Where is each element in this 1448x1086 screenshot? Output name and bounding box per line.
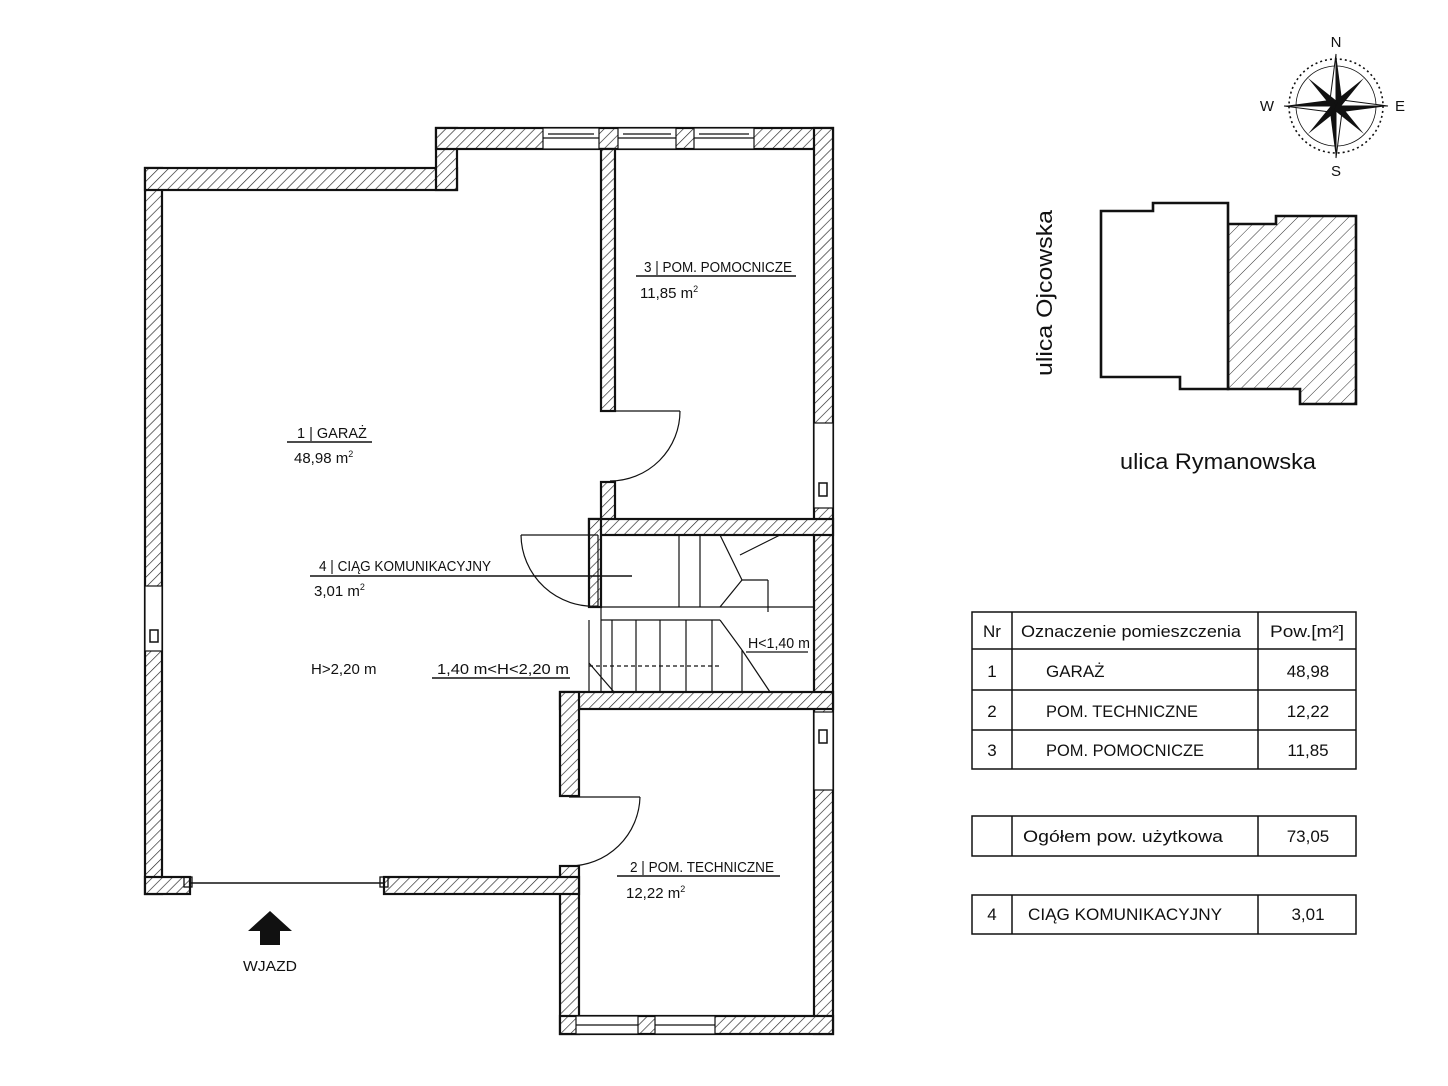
compass-e: E — [1395, 98, 1405, 115]
height-stairs-mid: 1,40 m<H<2,20 m — [437, 661, 569, 678]
row-2-area: 12,22 — [1287, 702, 1330, 721]
room-4-nr: 4 — [319, 559, 327, 575]
room-label-2: 2 | POM. TECHNICZNE 12,22 m2 — [626, 860, 774, 902]
extra-name: CIĄG KOMUNIKACYJNY — [1028, 905, 1222, 924]
entrance-arrow-icon — [248, 911, 292, 945]
entrance-label: WJAZD — [243, 958, 297, 975]
table-header-area: Pow.[m²] — [1270, 622, 1344, 641]
row-2-nr: 2 — [987, 702, 996, 721]
site-plan — [1099, 201, 1358, 406]
svg-text:48,98 m2: 48,98 m2 — [294, 449, 353, 467]
room-3-area: 11,85 — [640, 285, 676, 302]
compass-rose-icon — [1283, 53, 1389, 159]
row-3-nr: 3 — [987, 741, 996, 760]
table-header-nr: Nr — [983, 622, 1001, 641]
table-row: 3 POM. POMOCNICZE 11,85 — [987, 741, 1328, 760]
room-label-3: 3 | POM. POMOCNICZE 11,85 m2 — [640, 260, 792, 302]
extra-nr: 4 — [987, 905, 996, 924]
room-4-area: 3,01 — [314, 583, 343, 600]
label-leaders — [287, 275, 808, 877]
room-3-name: POM. POMOCNICZE — [662, 260, 792, 276]
room-label-1: 1 | GARAŻ 48,98 m2 — [294, 424, 367, 467]
height-main: H>2,20 m — [311, 661, 376, 678]
street-rymanowska: ulica Rymanowska — [1120, 449, 1317, 474]
table-header: Nr Oznaczenie pomieszczenia Pow.[m²] — [983, 622, 1344, 641]
walls — [143, 126, 835, 1036]
row-3-name: POM. POMOCNICZE — [1046, 741, 1204, 760]
height-stairs-low: H<1,40 m — [748, 635, 810, 652]
room-4-name: CIĄG KOMUNIKACYJNY — [338, 559, 492, 575]
room-2-name: POM. TECHNICZNE — [649, 860, 775, 876]
street-ojcowska: ulica Ojcowska — [1032, 209, 1057, 376]
svg-text:11,85 m2: 11,85 m2 — [640, 284, 698, 302]
room-1-nr: 1 — [297, 426, 305, 442]
table-row: 2 POM. TECHNICZNE 12,22 — [987, 702, 1329, 721]
doors — [183, 410, 681, 888]
svg-text:3 | POM. POMOCNICZE: 3 | POM. POMOCNICZE — [644, 260, 792, 276]
table-total-row: Ogółem pow. użytkowa 73,05 — [1023, 827, 1329, 846]
row-1-nr: 1 — [987, 662, 996, 681]
staircase — [588, 534, 814, 693]
compass-s: S — [1331, 163, 1341, 180]
windows — [144, 127, 834, 1035]
compass-n: N — [1331, 34, 1342, 51]
extra-value: 3,01 — [1291, 905, 1324, 924]
room-3-nr: 3 — [644, 260, 652, 276]
svg-text:12,22 m2: 12,22 m2 — [626, 884, 685, 902]
compass-w: W — [1260, 98, 1275, 115]
svg-text:1 | GARAŻ: 1 | GARAŻ — [297, 424, 367, 442]
row-3-area: 11,85 — [1287, 741, 1328, 760]
table-row: 1 GARAŻ 48,98 — [987, 662, 1329, 681]
area-table — [971, 611, 1357, 935]
svg-text:4 | CIĄG KOMUNIKACYJNY: 4 | CIĄG KOMUNIKACYJNY — [319, 559, 491, 575]
room-2-area: 12,22 — [626, 885, 664, 902]
room-2-nr: 2 — [630, 860, 638, 876]
total-label: Ogółem pow. użytkowa — [1023, 827, 1224, 846]
row-2-name: POM. TECHNICZNE — [1046, 702, 1198, 721]
row-1-name: GARAŻ — [1046, 662, 1105, 681]
table-header-name: Oznaczenie pomieszczenia — [1021, 622, 1242, 641]
room-1-name: GARAŻ — [317, 424, 367, 442]
table-extra-row: 4 CIĄG KOMUNIKACYJNY 3,01 — [987, 905, 1324, 924]
room-1-area: 48,98 — [294, 450, 332, 467]
total-value: 73,05 — [1287, 827, 1330, 846]
svg-text:2 | POM. TECHNICZNE: 2 | POM. TECHNICZNE — [630, 860, 774, 876]
row-1-area: 48,98 — [1287, 662, 1330, 681]
svg-text:3,01 m2: 3,01 m2 — [314, 582, 365, 600]
room-label-4: 4 | CIĄG KOMUNIKACYJNY 3,01 m2 — [314, 559, 491, 600]
